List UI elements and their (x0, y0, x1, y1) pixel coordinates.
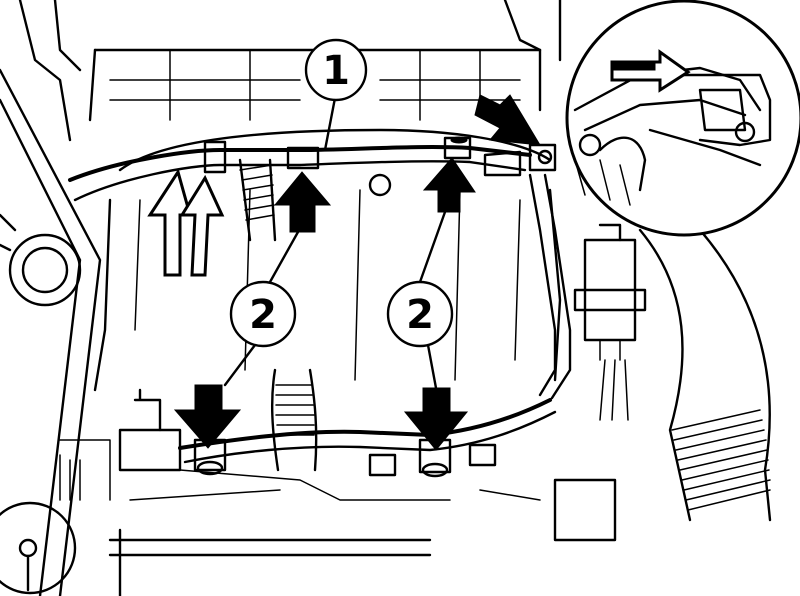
hollow-arrows (147, 168, 225, 277)
callout-1-label: 1 (322, 48, 350, 94)
canister-component (573, 223, 647, 421)
upper-harness (68, 140, 572, 400)
callout-2-right-label: 2 (406, 292, 434, 338)
inset-arrow (610, 49, 691, 93)
corrugated-hose-center (270, 368, 318, 472)
inset-detail (565, 0, 800, 237)
callout-2-right: 2 (386, 280, 454, 348)
engine-bay-background (0, 0, 617, 596)
hollow-arrow-right (179, 174, 225, 277)
diagonal-arrow-top-right (474, 94, 541, 146)
corrugated-hose-right (638, 228, 772, 522)
leader-lines (223, 96, 447, 390)
hollow-arrow-left (147, 168, 192, 277)
callout-2-left: 2 (229, 280, 297, 348)
solid-arrows (173, 94, 541, 451)
up-arrow-left (273, 171, 332, 233)
coiled-hose-left (238, 158, 277, 242)
callout-1: 1 (304, 38, 368, 102)
callout-2-left-label: 2 (249, 292, 277, 338)
upper-clips (286, 136, 472, 170)
up-arrow-right (422, 157, 476, 213)
down-arrow-right (403, 387, 469, 451)
down-arrow-left (173, 384, 242, 449)
